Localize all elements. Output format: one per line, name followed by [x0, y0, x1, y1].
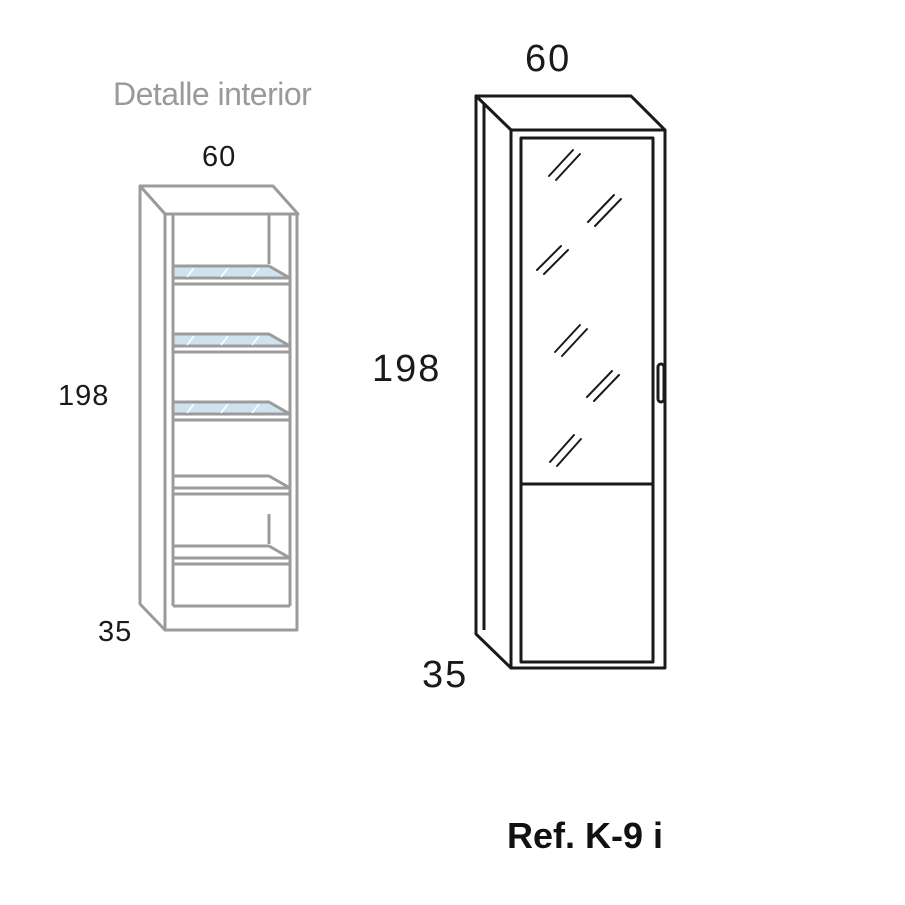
- cabinet-drawing: [474, 94, 667, 670]
- wood-shelf: [171, 544, 292, 566]
- wood-shelves: [171, 474, 292, 566]
- wood-shelf: [171, 474, 292, 496]
- interior-side-panel: [138, 184, 167, 632]
- interior-height-dimension: 198: [58, 380, 110, 412]
- product-reference: Ref. K-9 i: [507, 815, 664, 856]
- glass-shelf: [171, 400, 292, 422]
- interior-depth-dimension: 35: [98, 616, 133, 648]
- glass-shelves: [171, 264, 292, 422]
- cabinet-side-panel: [474, 94, 513, 670]
- glass-shelf: [171, 332, 292, 354]
- glass-shelf: [171, 264, 292, 286]
- interior-detail-caption: Detalle interior: [113, 76, 312, 112]
- cabinet-width-dimension: 60: [525, 38, 572, 80]
- interior-width-dimension: 60: [202, 141, 237, 173]
- cabinet-front: [509, 128, 667, 670]
- cabinet-depth-dimension: 35: [422, 654, 469, 696]
- interior-top-panel: [138, 184, 300, 216]
- door-handle: [656, 362, 666, 404]
- cabinet-height-dimension: 198: [372, 348, 442, 390]
- glass-reflections: [186, 267, 260, 414]
- cabinet-door: [519, 136, 655, 664]
- door-glass-reflections: [536, 149, 622, 467]
